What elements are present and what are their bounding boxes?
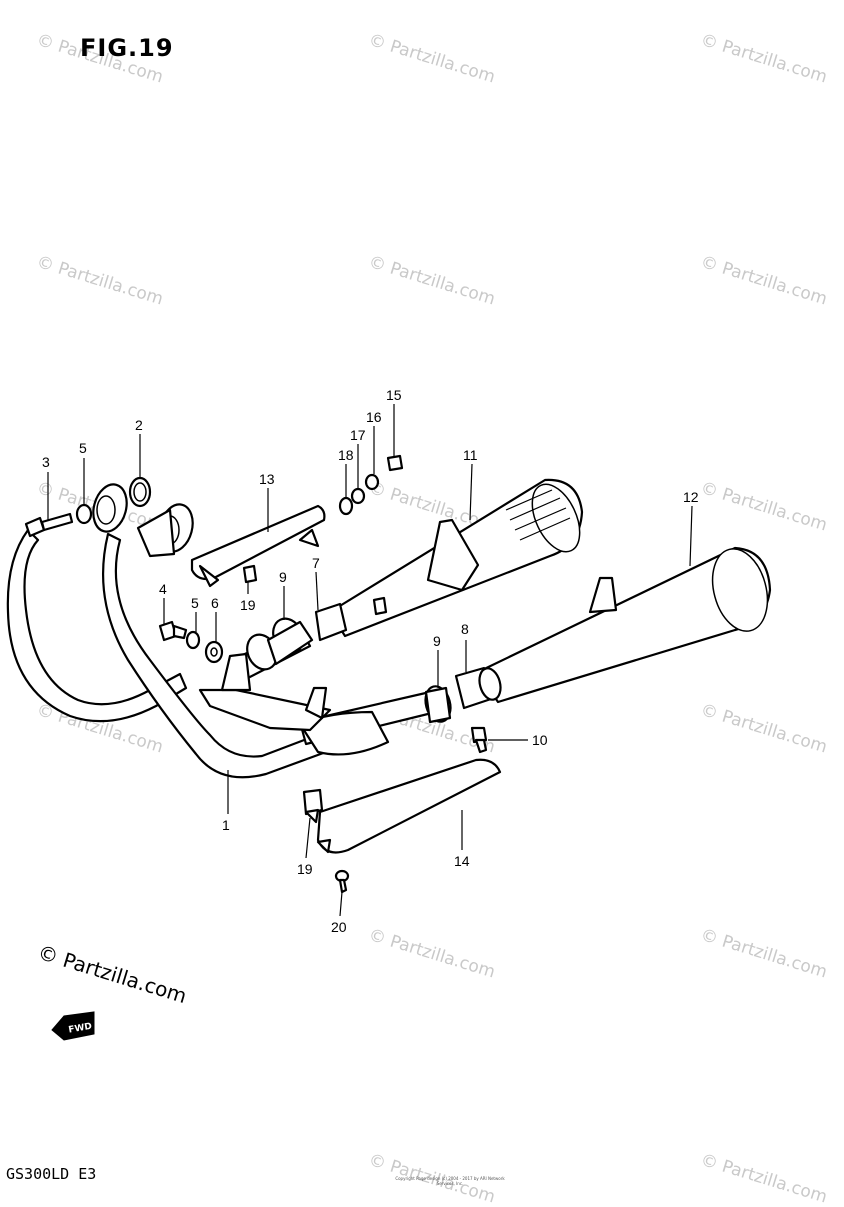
callout-1[interactable]: 1 <box>222 817 230 833</box>
exhaust-pipe[interactable] <box>6 528 438 779</box>
washer-part-18[interactable] <box>338 496 354 516</box>
callout-5-lower[interactable]: 5 <box>191 595 199 611</box>
callout-15[interactable]: 15 <box>386 387 402 403</box>
right-muffler[interactable] <box>476 543 776 704</box>
connector-part-9-right[interactable] <box>422 684 454 725</box>
callout-17[interactable]: 17 <box>350 427 366 443</box>
clamp-part-19-upper[interactable] <box>242 564 258 584</box>
callout-2[interactable]: 2 <box>135 417 143 433</box>
callout-9-right[interactable]: 9 <box>433 633 441 649</box>
figure-title: FIG.19 <box>80 34 174 62</box>
callout-9-left[interactable]: 9 <box>279 569 287 585</box>
fwd-label: FWD <box>68 1022 93 1036</box>
clamp-part-19-lower[interactable] <box>304 808 332 854</box>
callout-14[interactable]: 14 <box>454 853 470 869</box>
exhaust-flange[interactable] <box>88 476 197 558</box>
callout-11[interactable]: 11 <box>463 447 478 463</box>
washer-part-5-lower[interactable] <box>185 630 201 650</box>
clamp-part-7[interactable] <box>314 596 388 642</box>
screw-part-20[interactable] <box>334 869 350 894</box>
callout-10[interactable]: 10 <box>532 732 548 748</box>
washer-part-5-upper[interactable] <box>75 503 93 525</box>
callout-5-upper[interactable]: 5 <box>79 440 87 456</box>
heat-shield-upper[interactable] <box>190 504 326 588</box>
bolt-part-10[interactable] <box>470 726 488 754</box>
bolt-part-3[interactable] <box>24 512 74 538</box>
callout-4[interactable]: 4 <box>159 581 167 597</box>
callout-6[interactable]: 6 <box>211 595 219 611</box>
callout-13[interactable]: 13 <box>259 471 275 487</box>
callout-labels: 1 2 3 4 5 5 6 7 8 9 9 10 11 12 13 14 15 … <box>42 387 699 935</box>
callout-20[interactable]: 20 <box>331 919 347 935</box>
callout-7[interactable]: 7 <box>312 555 320 571</box>
callout-19-lower[interactable]: 19 <box>297 861 313 877</box>
bolt-part-15[interactable] <box>386 454 404 472</box>
model-code: GS300LD E3 <box>6 1165 97 1183</box>
clamp-part-8[interactable] <box>454 666 504 710</box>
washer-part-17[interactable] <box>350 487 366 505</box>
leader-lines <box>47 404 693 917</box>
left-muffler[interactable] <box>328 477 589 638</box>
callout-18[interactable]: 18 <box>338 447 354 463</box>
nut-part-16[interactable] <box>364 473 380 491</box>
copyright-note: Copyright Page design (c) 2004 - 2017 by… <box>395 1176 505 1186</box>
forward-arrow-icon: FWD <box>51 1011 95 1041</box>
connector-part-9-left[interactable] <box>242 614 314 674</box>
callout-8[interactable]: 8 <box>461 621 469 637</box>
callout-12[interactable]: 12 <box>683 489 699 505</box>
callout-16[interactable]: 16 <box>366 409 382 425</box>
callout-19-upper[interactable]: 19 <box>240 597 256 613</box>
washer-part-6[interactable] <box>204 640 224 664</box>
callout-3[interactable]: 3 <box>42 454 50 470</box>
bolt-part-4[interactable] <box>158 620 188 642</box>
heat-shield-lower[interactable] <box>302 758 502 854</box>
